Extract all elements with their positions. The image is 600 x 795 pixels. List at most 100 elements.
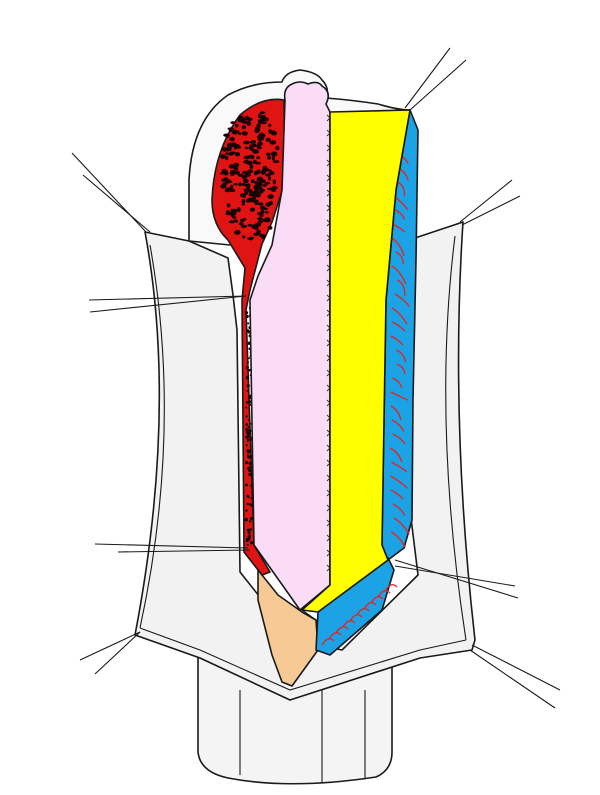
- marrow-dot: [243, 160, 250, 164]
- marrow-dot: [251, 224, 258, 230]
- marrow-dot: [260, 209, 265, 214]
- marrow-dot: [241, 131, 248, 136]
- marrow-dot: [257, 217, 263, 221]
- vessel: [390, 461, 408, 473]
- marrow-dot: [258, 219, 263, 224]
- marrow-dot: [225, 133, 230, 139]
- marrow-dot: [237, 173, 244, 177]
- marrow-dot: [259, 111, 266, 115]
- suspension-threads: [71, 47, 561, 709]
- marrow-dot: [248, 472, 252, 476]
- vessel: [390, 489, 404, 500]
- marrow-dot: [231, 208, 238, 212]
- marrow-dot: [245, 423, 248, 426]
- marrow-dot: [265, 202, 270, 207]
- marrow-dot: [267, 155, 271, 160]
- marrow-dot: [250, 497, 253, 500]
- vessel: [335, 626, 349, 634]
- marrow-dot: [256, 186, 261, 190]
- marrow-dot: [245, 509, 248, 512]
- marrow-dot: [233, 131, 238, 135]
- marrow-dot: [245, 366, 249, 370]
- marrow-dot: [220, 154, 226, 159]
- marrow-dot: [244, 146, 249, 150]
- marrow-dot: [242, 217, 247, 221]
- marrow-dot: [272, 179, 276, 185]
- yellow-graft: [301, 109, 411, 621]
- marrow-dot: [270, 151, 278, 157]
- marrow-dot: [254, 180, 259, 185]
- marrow-dot: [239, 222, 244, 226]
- marrow-dot: [226, 142, 234, 148]
- marrow-dot: [264, 211, 269, 214]
- marrow-dot: [249, 140, 255, 144]
- vessel: [328, 632, 342, 640]
- vessel: [370, 596, 384, 604]
- marrow-dot: [241, 174, 248, 180]
- marrow-dot: [265, 152, 271, 156]
- marrow-dot: [234, 230, 241, 235]
- marrow-dot: [247, 322, 250, 325]
- marrow-dot: [249, 207, 256, 212]
- marrow-dot: [257, 212, 262, 215]
- marrow-dot: [265, 217, 269, 222]
- marrow-dot: [245, 483, 248, 487]
- vessel: [390, 475, 408, 489]
- marrow-dot: [235, 170, 240, 175]
- vessel: [392, 377, 403, 388]
- marrow-dot: [249, 438, 252, 441]
- marrow-dot: [268, 128, 272, 134]
- vessel: [390, 405, 402, 421]
- marrow-dot: [246, 528, 250, 532]
- marrow-dot: [225, 148, 229, 152]
- marrow-dot: [243, 178, 249, 184]
- marrow-dot: [228, 128, 233, 132]
- marrow-dot: [271, 131, 278, 136]
- marrow-dot: [233, 145, 238, 150]
- marrow-dot: [246, 544, 249, 546]
- vessel: [391, 419, 405, 432]
- marrow-dot: [257, 137, 265, 141]
- marrow-dot: [258, 202, 264, 206]
- marrow-dot: [244, 311, 249, 315]
- marrow-dot: [234, 152, 241, 157]
- vessel: [391, 265, 407, 285]
- vessel: [390, 237, 405, 257]
- marrow-dot: [248, 396, 252, 400]
- marrow-dot: [257, 141, 263, 146]
- vessel: [342, 620, 356, 628]
- marrow-dot: [233, 182, 238, 186]
- marrow-dot: [230, 121, 236, 124]
- marrow-dot: [252, 143, 257, 148]
- vessel-network: [321, 139, 410, 646]
- marrow-dot: [266, 169, 272, 172]
- marrow-dot: [247, 449, 251, 453]
- marrow-dot: [256, 229, 262, 235]
- marrow-dot: [245, 375, 250, 380]
- vessel: [395, 251, 404, 265]
- marrow-dot: [248, 520, 252, 523]
- marrow-dot: [247, 454, 250, 457]
- marrow-dot: [267, 194, 274, 199]
- marrow-dot: [242, 194, 246, 198]
- marrow-dot: [241, 118, 246, 123]
- marrow-dot: [268, 123, 272, 127]
- marrow-dot: [236, 130, 240, 133]
- marrow-dot: [250, 155, 255, 160]
- marrow-dot: [245, 329, 250, 333]
- marrow-dot: [249, 146, 254, 151]
- marrow-dot: [263, 183, 267, 187]
- marrow-dot: [246, 121, 252, 126]
- marrow-dot: [247, 361, 249, 364]
- marrow-dot: [256, 156, 261, 160]
- marrow-pattern: [219, 111, 280, 546]
- marrow-dot: [249, 541, 254, 545]
- marrow-dot: [238, 132, 242, 136]
- marrow-dot: [247, 368, 250, 372]
- marrow-dot: [248, 189, 254, 194]
- marrow-dot: [248, 429, 252, 433]
- marrow-dot: [263, 207, 268, 211]
- marrow-dot: [268, 171, 275, 175]
